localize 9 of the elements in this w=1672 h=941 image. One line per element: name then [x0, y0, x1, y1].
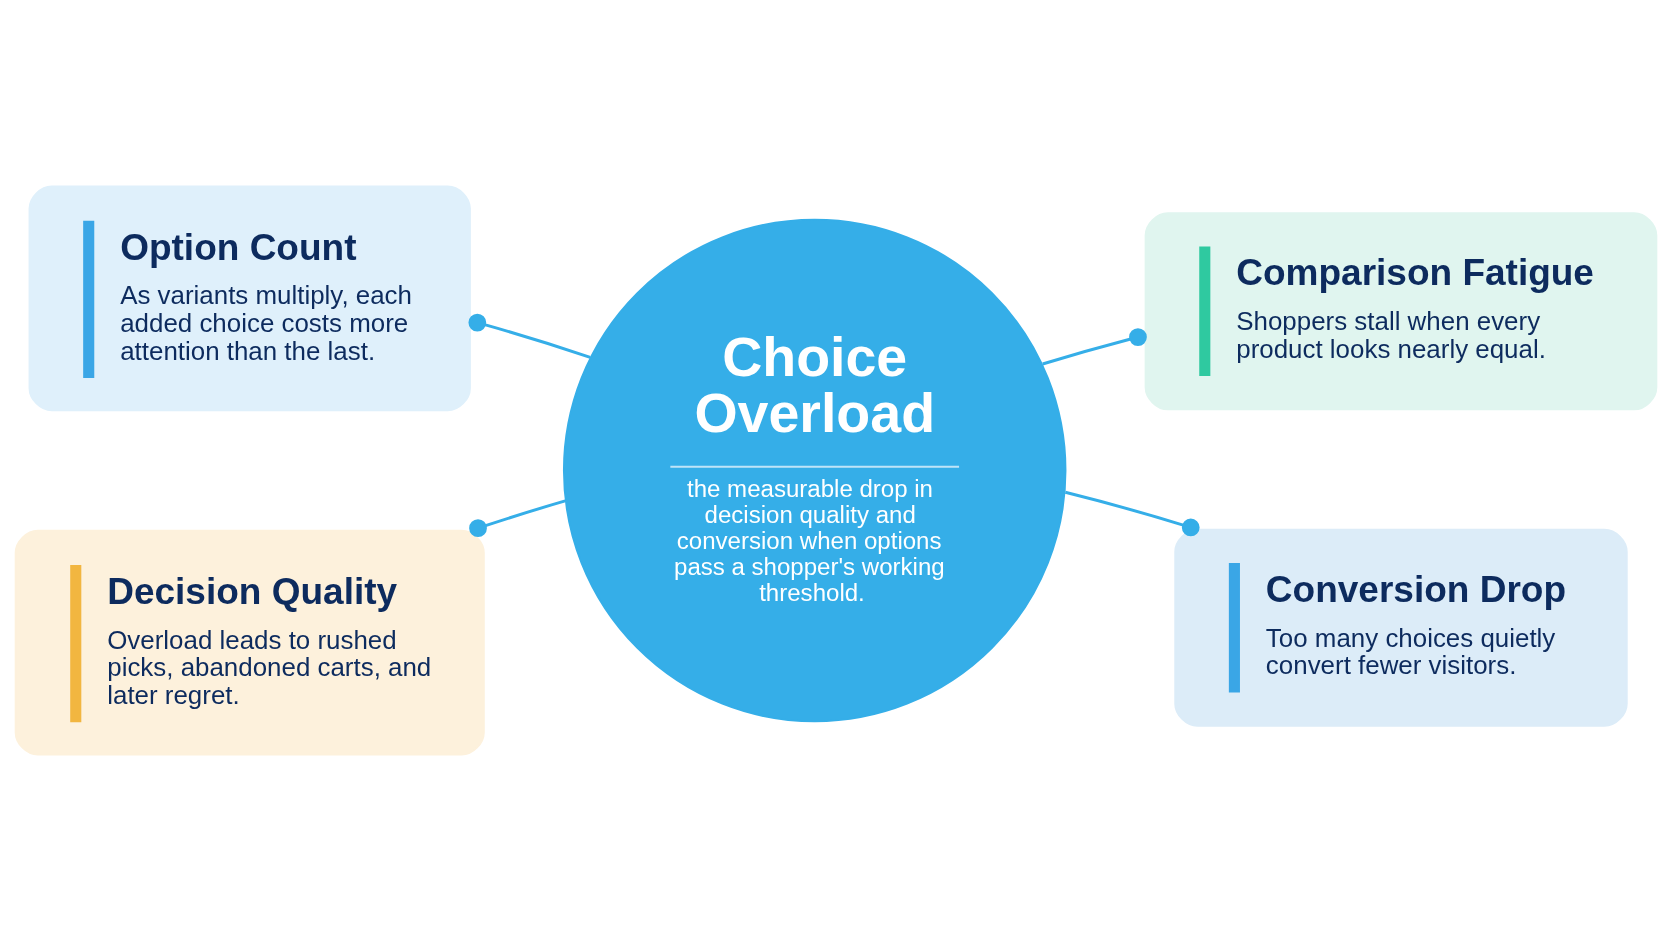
node-circle: Choice Overload the measurable drop in decision quality and conversion when options pass a shopper's working threshold.: [562, 218, 1067, 723]
connector: [1064, 490, 1200, 537]
node-box: Comparison Fatigue Shoppers stall when every product looks nearly equal.: [1144, 212, 1658, 411]
node-box: Option Count As variants multiply, each added choice costs more attention than the last.: [28, 185, 471, 412]
connector: [1042, 328, 1147, 366]
node-box: Decision Quality Overload leads to rushed picks, abandoned carts, and later regret.: [14, 529, 485, 756]
node-box: Conversion Drop Too many choices quietly convert fewer visitors.: [1174, 528, 1628, 727]
connector: [468, 313, 591, 359]
connector: [469, 499, 566, 538]
